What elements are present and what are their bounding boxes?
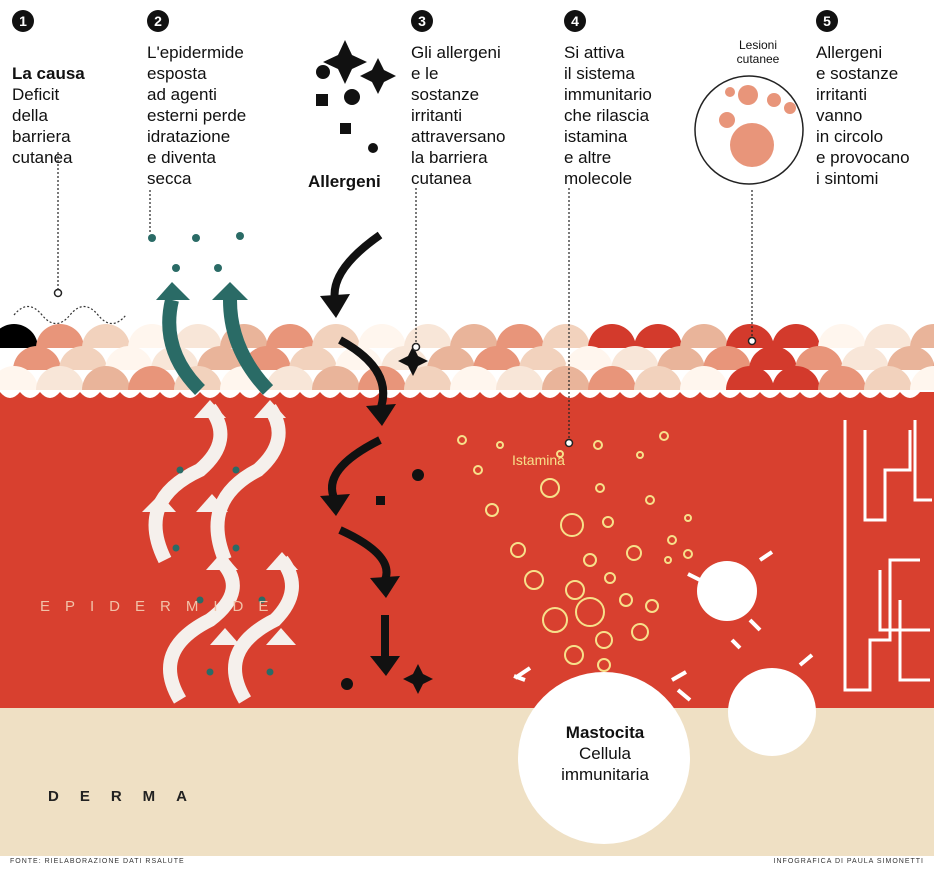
- skin-scale: [749, 346, 797, 370]
- skin-scale: [887, 346, 934, 370]
- mastocita-label: Mastocita Cellula immunitaria: [520, 722, 690, 785]
- istamina-label: Istamina: [512, 452, 565, 468]
- skin-lesion-magnifier: [695, 76, 803, 184]
- step-2-number: 2: [147, 10, 169, 32]
- skin-scale: [772, 324, 820, 348]
- skin-scale: [450, 324, 498, 348]
- skin-scale: [0, 324, 38, 348]
- skin-scale: [841, 346, 889, 370]
- skin-scale: [13, 346, 61, 370]
- step-4-text: Si attiva il sistema immunitario che ril…: [564, 42, 652, 189]
- skin-scale: [174, 324, 222, 348]
- step-1-title: La causa: [12, 63, 85, 84]
- skin-scale: [105, 346, 153, 370]
- mastocita-title: Mastocita: [520, 722, 690, 743]
- skin-scale: [427, 346, 475, 370]
- skin-scale: [680, 324, 728, 348]
- skin-scale: [519, 346, 567, 370]
- skin-scale: [404, 324, 452, 348]
- source-credit: FONTE: RIELABORAZIONE DATI RSALUTE: [10, 858, 185, 865]
- skin-scale: [703, 346, 751, 370]
- step-5-text: Allergeni e sostanze irritanti vanno in …: [816, 42, 910, 189]
- skin-scale: [59, 346, 107, 370]
- epidermis-layer: [0, 392, 934, 708]
- step-3-text: Gli allergeni e le sostanze irritanti at…: [411, 42, 506, 189]
- epidermide-label: EPIDERMIDE: [40, 598, 283, 615]
- derma-label: DERMA: [48, 788, 208, 805]
- lesioni-cutanee-label: Lesioni cutanee: [712, 38, 804, 66]
- infographic-credit: INFOGRAFICA DI PAULA SIMONETTI: [774, 858, 924, 865]
- step-1-number: 1: [12, 10, 34, 32]
- skin-scale: [565, 346, 613, 370]
- skin-scale: [36, 324, 84, 348]
- step-5-number: 5: [816, 10, 838, 32]
- skin-scale: [634, 324, 682, 348]
- step-4-number: 4: [564, 10, 586, 32]
- skin-scale: [266, 324, 314, 348]
- allergeni-label: Allergeni: [308, 172, 381, 192]
- skin-scale: [588, 324, 636, 348]
- skin-scale: [82, 324, 130, 348]
- skin-scale: [289, 346, 337, 370]
- skin-scale: [542, 324, 590, 348]
- skin-scale: [611, 346, 659, 370]
- mastocita-subtitle: Cellula immunitaria: [561, 744, 649, 784]
- skin-scale: [358, 324, 406, 348]
- step-1-description: Deficit della barriera cutanea: [12, 85, 73, 167]
- step-3-number: 3: [411, 10, 433, 32]
- skin-surface-line: [14, 307, 126, 324]
- skin-scales: [0, 324, 934, 390]
- skin-scale: [473, 346, 521, 370]
- skin-scale: [657, 346, 705, 370]
- skin-scale: [496, 324, 544, 348]
- skin-scale: [864, 324, 912, 348]
- skin-scale: [818, 324, 866, 348]
- skin-scale: [910, 324, 934, 348]
- skin-scale: [795, 346, 843, 370]
- step-2-text: L'epidermide esposta ad agenti esterni p…: [147, 42, 246, 189]
